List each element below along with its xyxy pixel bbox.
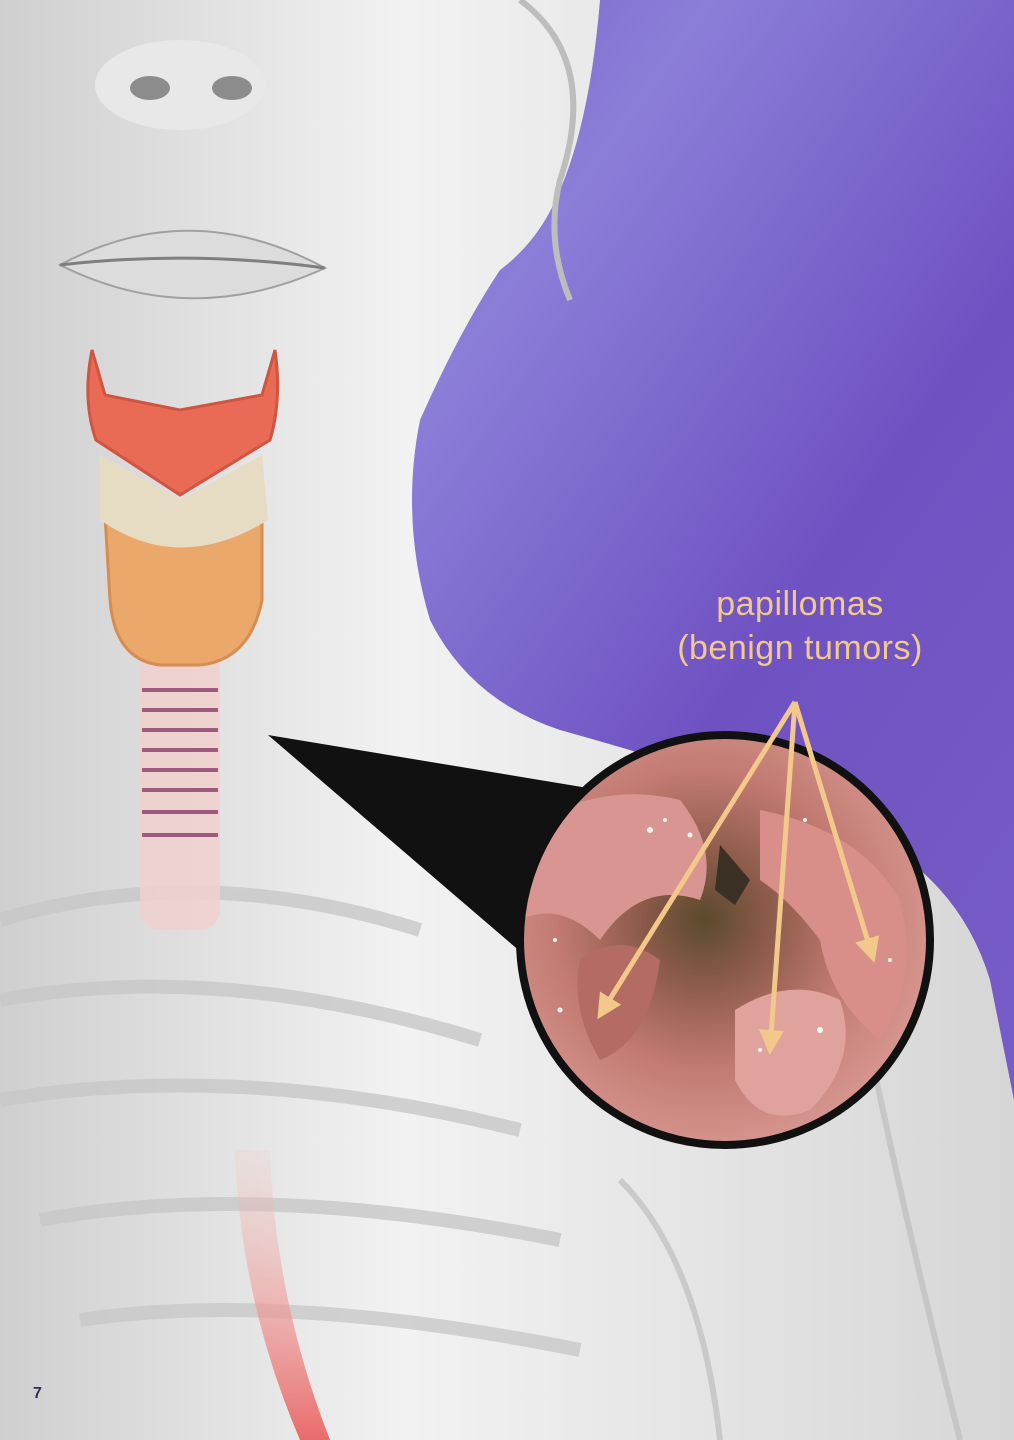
annotation-label-line2: (benign tumors) <box>640 626 960 670</box>
trachea <box>140 650 220 930</box>
page-number: 7 <box>33 1385 42 1403</box>
annotation-label-line1: papillomas <box>640 582 960 626</box>
